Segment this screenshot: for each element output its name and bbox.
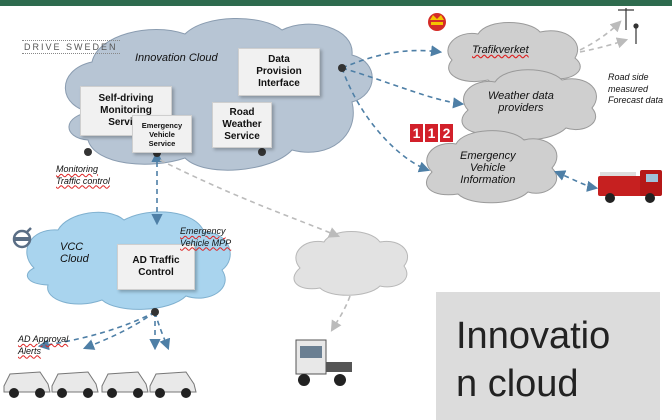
car-1-icon [3,371,51,398]
vcc-cloud-title: VCC Cloud [60,241,89,265]
grey-cloud-shape [293,231,409,296]
ad-traffic-control-box[interactable]: AD Traffic Control [117,244,195,290]
arrow-to-road-side [579,20,622,51]
ad-approval-label: AD Approval Alerts [18,334,69,356]
emergency-cloud-shape [426,130,558,204]
sensor-mast-icon [618,8,639,44]
car-4-icon [149,371,197,398]
emergency-mpp-label: Emergency Vehicle MPP [180,226,232,248]
monitoring-label: Monitoring Traffic control [56,164,110,186]
arrow-to-car4 [154,311,171,351]
emergency-vehicle-service-box[interactable]: Emergency Vehicle Service [132,115,192,153]
road-weather-service-box[interactable]: Road Weather Service [212,102,272,148]
weather-cloud-title: Weather data providers [488,90,554,114]
emergency-cloud-title: Emergency Vehicle Information [460,150,516,186]
arrow-to-truck [330,295,351,332]
drive-sweden-logo: DRIVE SWEDEN [22,40,120,54]
trafikverket-logo-icon [428,13,446,31]
arrow-to-trafikverket [341,45,443,69]
data-provision-interface-box[interactable]: Data Provision Interface [238,48,320,96]
arrow-to-emergency [341,67,431,173]
arrow-firetruck [553,170,599,192]
connection-dots [84,64,346,316]
grey-connectors [159,20,629,332]
innovation-cloud-title: Innovation Cloud [135,52,218,64]
trafikverket-cloud-title: Trafikverket [472,44,529,56]
arrow-to-car1 [37,311,156,351]
cars-group [3,371,197,398]
top-accent-bar [0,0,672,6]
fire-truck-icon [598,170,662,203]
car-2-icon [51,371,99,398]
car-3-icon [101,371,149,398]
volvo-logo-icon [12,227,32,249]
arrow-to-grey-cloud [159,159,341,238]
truck-icon [295,339,352,386]
caption-text: Innovation cloud [456,315,611,406]
arrow-to-car2 [82,311,156,350]
road-side-label: Road side measured Forecast data [608,72,664,106]
arrow-to-road-side-2 [579,37,629,53]
connectors [37,45,599,351]
caption-box [436,292,660,420]
